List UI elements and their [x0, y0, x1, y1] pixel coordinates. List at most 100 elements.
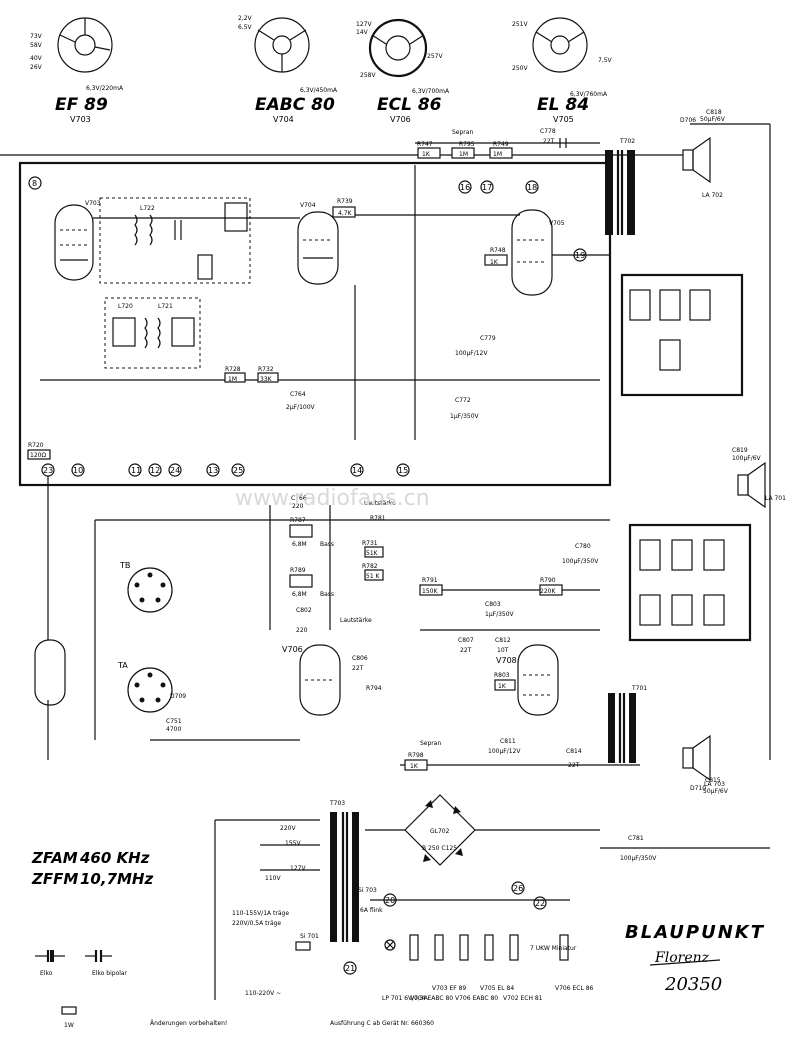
c802-value: 220 [296, 627, 308, 634]
heater-lamp-1: LP 701 6V/0,3A [382, 995, 429, 1002]
v708-label: V708 [496, 656, 517, 665]
tube-v705-symbol: V705 [511, 209, 565, 296]
tap-127v: 127V [290, 865, 306, 872]
eabc80-note-2: 6,5V [238, 24, 253, 31]
v704-label: V704 [300, 202, 316, 209]
r794-label: R794 [366, 685, 382, 692]
c772-value: 1µF/350V [450, 413, 480, 420]
node-25: 25 [233, 466, 243, 475]
brand-model-number: 20350 [664, 974, 722, 995]
c814-value: 22T [568, 762, 580, 769]
tube-v703-symbol: V703 [54, 200, 101, 281]
tap-220v: 220V [280, 825, 296, 832]
ecl86-note-4: 258V [360, 72, 376, 79]
r749-value: 1M [493, 151, 502, 158]
c803-value: 1µF/350V [485, 611, 515, 618]
c780-label: C780 [575, 543, 591, 550]
ef89-note-5: 6,3V/220mA [86, 85, 124, 92]
tube-ref-v703: V703 [70, 115, 91, 124]
node-18: 18 [527, 183, 537, 192]
ef89-note-2: 58V [30, 42, 43, 49]
v705-label: V705 [549, 220, 565, 227]
node-13: 13 [208, 466, 218, 475]
tube-label-el84: EL 84 [537, 95, 589, 115]
heater-lamp-7: V706 ECL 86 [555, 985, 594, 992]
gl702-label: GL702 [430, 828, 450, 835]
zf-am-label: ZFAM [31, 849, 78, 867]
tube-label-ef89: EF 89 [55, 95, 108, 115]
tb-label: TB [119, 561, 130, 570]
node-23: 23 [43, 466, 53, 475]
c772-label: C772 [455, 397, 471, 404]
c766-label: C766 [291, 495, 307, 502]
footer-version: Ausführung C ab Gerät Nr. 660360 [330, 1020, 434, 1027]
si703-value: 6A flink [360, 907, 383, 914]
mains-voltage: 110-220V ~ [245, 990, 281, 997]
legend-elko: Elko [40, 970, 53, 977]
el84-note-4: 6,3V/760mA [570, 91, 608, 98]
si701-label: Si 701 [300, 933, 319, 940]
heater-lamp-2: V704 EABC 80 [410, 995, 453, 1002]
tube-pinout-eabc80: 2,2V 6,5V 6,3V/450mA EABC 80 V704 [238, 15, 338, 124]
component-legend: Elko Elko bipolar 1W [35, 950, 128, 1029]
c811-value: 100µF/12V [488, 748, 521, 755]
t701-label: T701 [631, 685, 647, 692]
c806-label: C806 [352, 655, 368, 662]
r791-value: 150K [422, 588, 438, 595]
ef89-note-3: 40V [30, 55, 43, 62]
l720-l721-filter: L720 L721 [104, 297, 201, 369]
tube-v704-symbol: V704 [297, 202, 339, 285]
tap-155v: 155V [285, 840, 301, 847]
r787-label: R787 [290, 517, 306, 524]
la702-label: LA 702 [702, 192, 723, 199]
si703-label: Si 703 [358, 887, 377, 894]
zf-fm-label: ZFFM [31, 870, 78, 888]
r803-label: R803 [494, 672, 510, 679]
node-22: 22 [535, 899, 545, 908]
node-26: 26 [513, 884, 523, 893]
ef89-note-1: 73V [30, 33, 43, 40]
el84-note-1: 251V [512, 21, 528, 28]
ecl86-note-2: 14V [356, 29, 369, 36]
heater-lamp-3: V703 EF 89 [432, 985, 466, 992]
c779-label: C779 [480, 335, 496, 342]
speaker-la703: LA 703 D710 C815 50µF/6V [682, 734, 729, 795]
c819-value: 100µF/6V [732, 455, 762, 462]
node-19: 19 [575, 251, 585, 260]
c764-value: 2µF/100V [286, 404, 316, 411]
tube-pinout-el84: 251V 250V 7,5V 6,3V/760mA EL 84 V705 [512, 17, 613, 124]
c812-value: 10T [497, 647, 509, 654]
node-21: 21 [345, 964, 355, 973]
eabc80-note-3: 6,3V/450mA [300, 87, 338, 94]
rf-section-frame [18, 161, 612, 487]
heater-lamp-4: V706 EABC 80 [455, 995, 498, 1002]
c764-label: C764 [290, 391, 306, 398]
la703-label: LA 703 [704, 781, 725, 788]
el84-note-3: 7,5V [598, 57, 613, 64]
node-24: 24 [170, 466, 180, 475]
l722-label: L722 [140, 205, 155, 212]
r720-label: R720 [28, 442, 44, 449]
tone-switch-block-top [620, 273, 744, 397]
r798-value: 1K [410, 763, 419, 770]
c780-value: 100µF/350V [562, 558, 599, 565]
lautstaerke-label-1: Lautstärke [364, 500, 396, 507]
l720-label: L720 [118, 303, 133, 310]
bass-label-2: Bass [320, 591, 334, 598]
r720-value: 120Ω [30, 452, 46, 459]
zf-am-value: 460 KHz [79, 849, 150, 867]
c779-value: 100µF/12V [455, 350, 488, 357]
r748-value: 1K [490, 259, 499, 266]
brand-block: BLAUPUNKT Florenz 20350 [625, 922, 763, 995]
output-wiring: R798 1K C814 22T C811 100µF/12V R803 1K … [400, 672, 770, 862]
r795-label: R795 [459, 141, 475, 148]
v706-label: V706 [282, 645, 303, 654]
r739-value: 4,7K [338, 210, 353, 217]
node-10: 10 [73, 466, 83, 475]
tb-socket: TB [119, 561, 173, 613]
r728-label: R728 [225, 366, 241, 373]
node-12: 12 [150, 466, 160, 475]
r798-label: R798 [408, 752, 424, 759]
c812-label: C812 [495, 637, 511, 644]
r795-value: 1M [459, 151, 468, 158]
